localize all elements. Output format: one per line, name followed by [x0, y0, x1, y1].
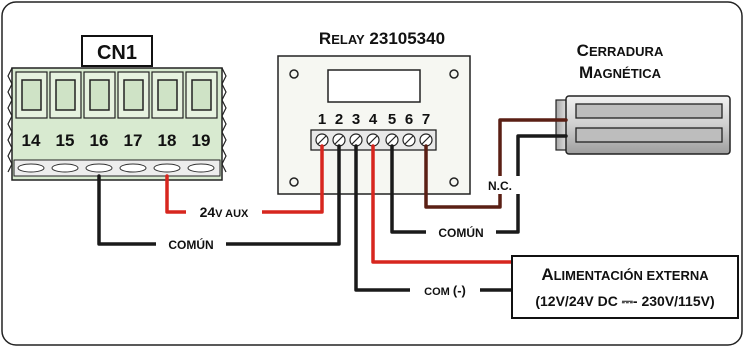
- relay-pin-5: 5: [388, 111, 396, 128]
- lock-line1-big: C: [577, 41, 589, 60]
- label-nc-text: N.C.: [488, 179, 512, 193]
- cn1-terminal-15: 15: [56, 131, 75, 150]
- power-line1: ALIMENTACIÓN EXTERNA: [541, 265, 709, 284]
- relay-screws: [315, 133, 433, 147]
- relay-pin-2: 2: [335, 111, 343, 128]
- label-com-neg-sign: (-): [453, 283, 466, 298]
- power-line2: (12V/24V DC ⎓- 230V/115V): [535, 293, 714, 309]
- magnetic-lock: CERRADURA MAGNÉTICA: [555, 41, 731, 155]
- power-line1-big: A: [541, 265, 553, 284]
- wire-comun-right: [390, 134, 568, 234]
- wire-nc: [424, 118, 568, 209]
- lock-line2-big: M: [579, 63, 593, 82]
- relay-mount-hole: [449, 69, 459, 79]
- cn1-left-edge: [7, 67, 13, 173]
- cn1-terminal-17: 17: [124, 131, 143, 150]
- relay-pin-6: 6: [405, 111, 413, 128]
- lock-slot-top: [575, 103, 723, 119]
- cn1-terminal-18: 18: [158, 131, 177, 150]
- cn1-terminal-14: 14: [22, 131, 41, 150]
- label-24v-aux: 24V AUX: [186, 203, 262, 221]
- lock-line1-small: ERRADURA: [589, 44, 664, 59]
- label-24v-num: 24: [200, 204, 216, 220]
- label-comun-left: COMÚN: [156, 235, 226, 253]
- cn1-terminal-19: 19: [192, 131, 211, 150]
- relay-mount-hole: [449, 177, 459, 187]
- label-comun-right-text: COMÚN: [438, 225, 483, 240]
- relay-pin-3: 3: [352, 111, 360, 128]
- relay-title: RELAY 23105340: [319, 29, 445, 48]
- relay-title-code: 23105340: [365, 29, 445, 48]
- cn1-right-edge: [221, 67, 227, 173]
- label-nc: N.C.: [479, 176, 521, 194]
- external-power-box: ALIMENTACIÓN EXTERNA (12V/24V DC ⎓- 230V…: [511, 255, 739, 319]
- power-line1-small: LIMENTACIÓN EXTERNA: [554, 268, 710, 283]
- lock-title-line2: MAGNÉTICA: [579, 63, 662, 82]
- relay-pin-4: 4: [369, 111, 378, 128]
- relay-title-small: ELAY: [331, 32, 365, 47]
- cn1-screw-holes: [13, 159, 221, 177]
- relay-mount-hole: [289, 177, 299, 187]
- cn1-terminal-16: 16: [90, 131, 109, 150]
- label-24v-text: V AUX: [215, 208, 249, 220]
- cn1-label: CN1: [97, 42, 137, 64]
- relay-component: [327, 69, 421, 103]
- wire-power-red: [371, 144, 514, 264]
- relay-pin-1: 1: [318, 111, 326, 128]
- cn1-terminal-block: CN1 14 15 16 17 18 19: [7, 35, 227, 181]
- cn1-cells: [15, 71, 218, 119]
- label-comun-left-text: COMÚN: [168, 237, 213, 252]
- label-com-neg-text: COM: [424, 286, 453, 298]
- label-com-neg: COM (-): [410, 281, 480, 299]
- label-comun-right: COMÚN: [426, 223, 496, 241]
- svg-text:COM (-): COM (-): [424, 283, 466, 298]
- cn1-label-box: [81, 35, 153, 67]
- lock-title-line1: CERRADURA: [577, 41, 664, 60]
- relay-pin-7: 7: [422, 111, 430, 128]
- lock-slot-bottom: [575, 127, 723, 143]
- relay-title-big: R: [319, 29, 331, 48]
- svg-text:24V AUX: 24V AUX: [200, 204, 249, 220]
- wires: [97, 118, 568, 292]
- relay-board: RELAY 23105340 1 2 3 4 5 6 7: [277, 29, 471, 195]
- lock-line2-small: AGNÉTICA: [593, 66, 662, 81]
- relay-mount-hole: [289, 69, 299, 79]
